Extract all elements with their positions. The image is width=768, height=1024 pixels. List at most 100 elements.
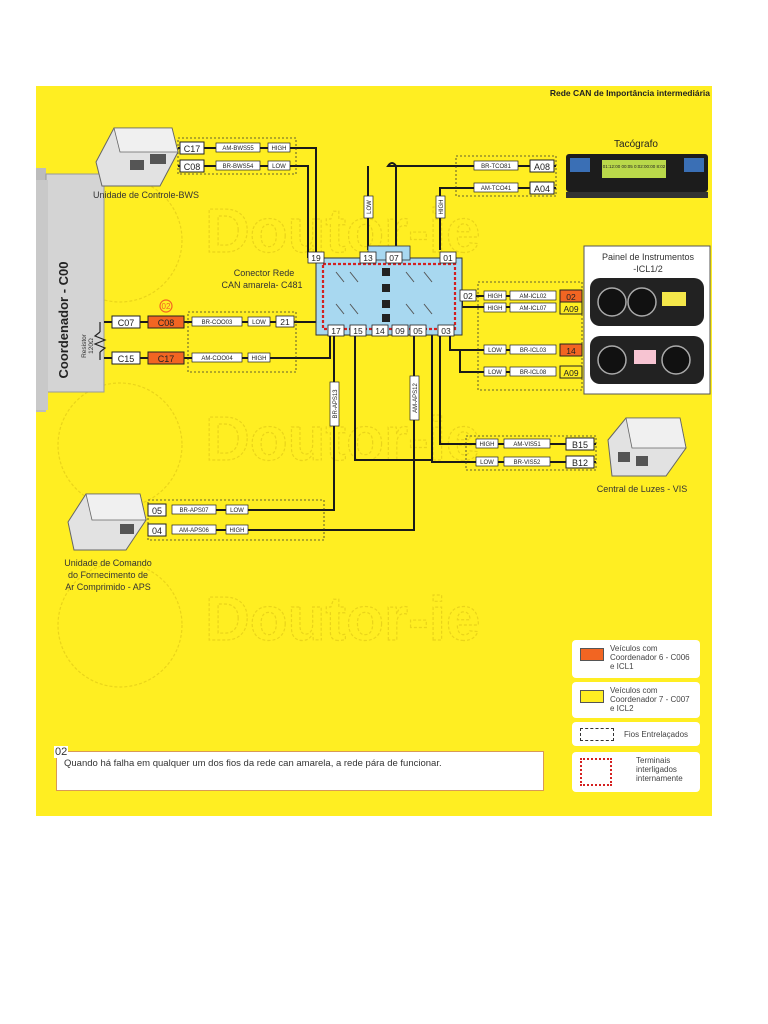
instrument-panel: Painel de Instrumentos -ICL1/2: [583, 245, 711, 395]
pin-label: C08: [158, 318, 175, 328]
connector-label: Conector Rede: [234, 268, 295, 278]
vertical-wire-labels: LOW HIGH: [363, 195, 446, 219]
wire-label: LOW: [252, 320, 266, 326]
bws-label: Unidade de Controle-BWS: [93, 190, 199, 200]
pin-label: B15: [572, 440, 588, 450]
aps-label: do Fornecimento de: [68, 570, 148, 580]
legend-twisted: Fios Entrelaçados: [572, 722, 700, 746]
wire-label: HIGH: [488, 294, 503, 300]
coordinator-label: Coordenador - C00: [56, 261, 71, 378]
legend-twisted-swatch: [580, 728, 614, 741]
svg-text:Doutor-ie: Doutor-ie: [205, 197, 481, 266]
pin-label: C15: [118, 354, 135, 364]
wire-label: BR-BWS54: [223, 164, 254, 170]
legend-terminals-text: Terminais interligados internamente: [636, 756, 683, 783]
note-badge: 02: [162, 302, 171, 311]
legend-line: Veículos com: [610, 644, 658, 653]
connector-pin: 21: [280, 317, 290, 327]
legend-line: Coordenador 7 - C007: [610, 695, 690, 704]
connector-pins: 19 13 07 01 02 21 17 15 14 09 05 03: [275, 251, 477, 337]
legend-orange-swatch: [580, 648, 604, 661]
legend-terminals: Terminais interligados internamente: [572, 752, 700, 792]
resistor-value: 120Ω: [88, 338, 95, 354]
wire-label: BR-ICL03: [520, 348, 547, 354]
wire-label: AM-VIS51: [513, 442, 541, 448]
wire-label: HIGH: [439, 200, 445, 215]
panel-pins: 02 A09 14 A09: [559, 289, 583, 379]
wire-label: AM-APS06: [179, 528, 209, 534]
connector-pin: 03: [441, 326, 451, 336]
connector-label: CAN amarela- C481: [221, 280, 302, 290]
wire-label: AM-APS12: [413, 383, 419, 413]
wire-label: LOW: [230, 508, 244, 514]
wire-label: AM-TCO41: [481, 186, 512, 192]
vis-pins: B15 B12: [565, 437, 595, 469]
pin-label: B12: [572, 458, 588, 468]
legend-line: interligados: [636, 765, 677, 774]
failure-note-text: Quando há falha em qualquer um dos fios …: [64, 758, 442, 769]
connector-pin: 13: [363, 253, 373, 263]
legend-line: Coordenador 6 - C006: [610, 653, 690, 662]
pin-label: C17: [158, 354, 175, 364]
vis-wire-labels: HIGH AM-VIS51 LOW BR-VIS52: [475, 438, 551, 467]
tachograph-pins: A08 A04: [529, 159, 555, 195]
pin-label: 05: [152, 506, 162, 516]
vis-label: Central de Luzes - VIS: [597, 484, 688, 494]
wire-label: BR-COO03: [202, 320, 233, 326]
vertical-aps-labels: BR-APS13 AM-APS12: [329, 375, 420, 427]
twisted-pair-boxes: [147, 137, 597, 541]
connector-pin: 07: [389, 253, 399, 263]
wire-label: LOW: [367, 200, 373, 214]
pin-label: C17: [184, 144, 201, 154]
legend-twisted-text: Fios Entrelaçados: [624, 730, 689, 739]
panel-wire-labels: HIGH AM-ICL02 HIGH AM-ICL07 LOW BR-ICL03…: [483, 290, 557, 377]
tachograph-label: Tacógrafo: [614, 139, 658, 150]
legend-orange-text: Veículos com Coordenador 6 - C006 e ICL1: [610, 644, 690, 671]
pin-label: A09: [563, 304, 578, 314]
pin-label: A04: [534, 184, 550, 194]
connector-pin: 15: [353, 326, 363, 336]
bws-control-unit: Unidade de Controle-BWS: [93, 127, 199, 200]
coordinator-wire-labels: BR-COO03 LOW AM-COO04 HIGH: [191, 316, 271, 363]
wire-label: HIGH: [488, 306, 503, 312]
wire-label: BR-VIS52: [514, 460, 541, 466]
pin-label: A09: [563, 368, 578, 378]
wire-label: BR-APS13: [333, 389, 339, 419]
legend-yellow-text: Veículos com Coordenador 7 - C007 e ICL2: [610, 686, 690, 713]
legend-line: Veículos com: [610, 686, 658, 695]
failure-note-box: [56, 751, 544, 791]
coordinator-module: Coordenador - C00 Resistor 120Ω: [36, 168, 107, 412]
wire-label: HIGH: [272, 146, 287, 152]
wire-label: AM-ICL07: [519, 306, 547, 312]
connector-c481: Conector Rede CAN amarela- C481: [221, 245, 463, 336]
pin-label: 02: [566, 292, 576, 302]
tachograph-display: 01:12:00 00:05 0:02:00:00 8:02: [603, 164, 666, 169]
wire-label: LOW: [488, 348, 502, 354]
legend-line: internamente: [636, 774, 683, 783]
tachograph-unit: Tacógrafo 01:12:00 00:05 0:02:00:00 8:02: [566, 139, 708, 198]
wire-label: BR-ICL08: [520, 370, 547, 376]
wire-label: LOW: [272, 164, 286, 170]
pin-label: 04: [152, 526, 162, 536]
aps-label: Unidade de Comando: [64, 558, 152, 568]
legend-line: e ICL2: [610, 704, 634, 713]
failure-note-number: 02: [54, 746, 69, 758]
wire-label: AM-BWS55: [222, 146, 254, 152]
wire-label: HIGH: [230, 528, 245, 534]
connector-pin: 19: [311, 253, 321, 263]
diagram-title: Rede CAN de Importância intermediária: [550, 88, 710, 98]
legend-terminals-swatch: [580, 758, 612, 786]
legend-line: e ICL1: [610, 662, 634, 671]
connector-pin: 17: [331, 326, 341, 336]
panel-label: -ICL1/2: [633, 264, 663, 274]
pin-label: C07: [118, 318, 135, 328]
aps-wire-labels: BR-APS07 LOW AM-APS06 HIGH: [171, 504, 249, 535]
connector-pin: 14: [375, 326, 385, 336]
aps-label: Ar Comprimido - APS: [65, 582, 151, 592]
pin-label: A08: [534, 162, 550, 172]
svg-text:Doutor-ie: Doutor-ie: [205, 585, 481, 654]
tachograph-wire-labels: BR-TCO81 AM-TCO41: [473, 160, 519, 193]
wire-label: HIGH: [252, 356, 267, 362]
pin-label: 14: [566, 346, 576, 356]
